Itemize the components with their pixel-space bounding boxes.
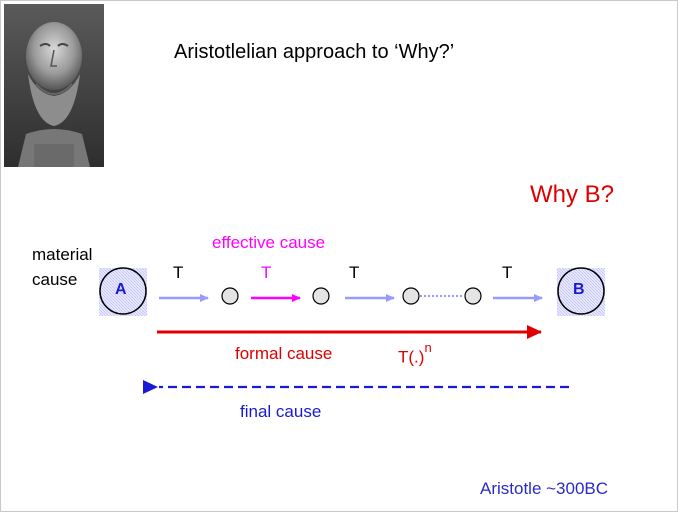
aristotle-bust-icon: [4, 4, 104, 167]
node-a: [99, 267, 147, 316]
node-b: [557, 267, 605, 316]
node-a-label: A: [115, 281, 127, 298]
formal-function-label: T(.)n: [398, 340, 432, 367]
formal-cause-label: formal cause: [235, 344, 333, 363]
transition-label-effective: T: [261, 263, 272, 282]
slide-title: Aristotlelian approach to ‘Why?’: [174, 41, 455, 63]
node-b-label: B: [573, 281, 585, 298]
intermediate-state: [464, 287, 482, 305]
intermediate-state: [402, 287, 420, 305]
credit-text: Aristotle ~300BC: [480, 479, 609, 498]
intermediate-state: [312, 287, 330, 305]
intermediate-state: [221, 287, 239, 305]
effective-cause-label: effective cause: [212, 233, 326, 252]
final-cause-label: final cause: [240, 402, 322, 421]
transition-label: T: [502, 263, 513, 282]
transition-label: T: [173, 263, 184, 282]
material-cause-label: material cause: [32, 245, 93, 289]
question-heading: Why B?: [530, 181, 615, 208]
transition-label: T: [349, 263, 360, 282]
